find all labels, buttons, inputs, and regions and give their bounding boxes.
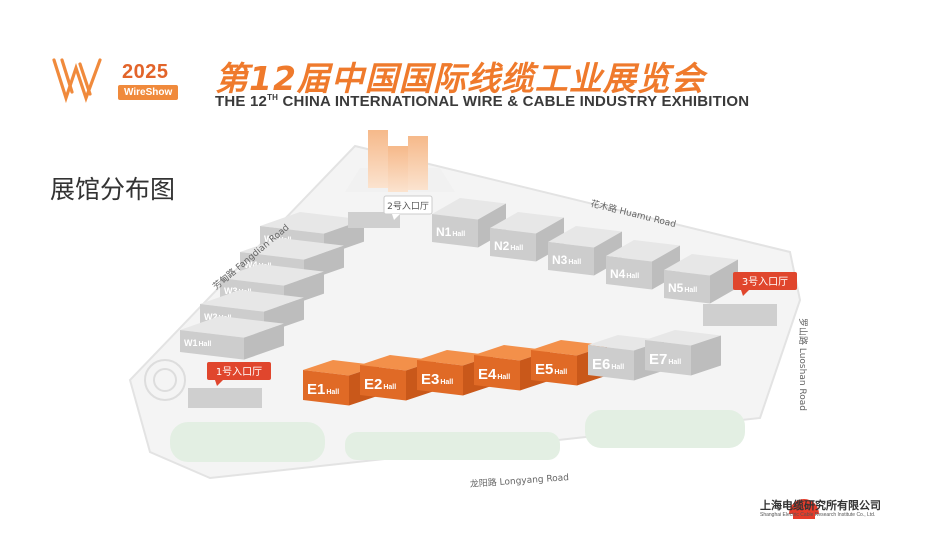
hall-roof bbox=[548, 226, 622, 248]
hall-front bbox=[303, 370, 349, 406]
hall-suffix: Hall bbox=[199, 341, 212, 348]
hall-suffix: Hall bbox=[684, 287, 697, 294]
entrance-tag bbox=[207, 362, 271, 380]
hall-front bbox=[664, 270, 710, 304]
hall-roof bbox=[432, 198, 506, 220]
hall-suffix: Hall bbox=[554, 369, 567, 376]
hall-n5[interactable]: N5Hall bbox=[664, 254, 738, 304]
entrance-tag-pointer bbox=[392, 214, 400, 220]
hall-suffix: Hall bbox=[668, 359, 681, 366]
hall-e7[interactable]: E7Hall bbox=[645, 330, 721, 376]
title-en-prefix: THE 12 bbox=[215, 93, 268, 110]
entrance-label: 3号入口厅 bbox=[742, 276, 788, 288]
hall-front bbox=[432, 214, 478, 248]
entrance-label: 1号入口厅 bbox=[216, 366, 262, 378]
hall-side bbox=[710, 259, 738, 304]
hall-suffix: Hall bbox=[383, 384, 396, 391]
exhibition-title-cn: 第12届中国国际线缆工业展览会 bbox=[215, 59, 705, 98]
hall-side bbox=[594, 231, 622, 276]
logo-year: 2025 bbox=[122, 61, 169, 83]
hall-suffix: Hall bbox=[510, 245, 523, 252]
page-heading: 展馆分布图 bbox=[50, 175, 176, 204]
hall-n1[interactable]: N1Hall bbox=[432, 198, 506, 248]
hall-front bbox=[606, 256, 652, 290]
wireshow-logo bbox=[52, 58, 102, 104]
hall-roof bbox=[664, 254, 738, 276]
hall-suffix: Hall bbox=[611, 364, 624, 371]
road-label-south: 龙阳路 Longyang Road bbox=[469, 471, 569, 490]
hall-front bbox=[548, 242, 594, 276]
hall-roof bbox=[260, 212, 364, 234]
hall-n3[interactable]: N3Hall bbox=[548, 226, 622, 276]
hall-n2[interactable]: N2Hall bbox=[490, 212, 564, 262]
hall-suffix: Hall bbox=[497, 374, 510, 381]
hall-roof bbox=[645, 330, 721, 346]
office-towers bbox=[345, 130, 455, 192]
hall-roof bbox=[180, 316, 284, 338]
hall-side bbox=[478, 203, 506, 248]
entrance-3[interactable]: 3号入口厅 bbox=[703, 272, 797, 326]
hall-side bbox=[691, 335, 721, 376]
hall-front bbox=[474, 355, 520, 391]
seci-logo bbox=[789, 499, 819, 519]
hall-front bbox=[360, 365, 406, 401]
entrance-building bbox=[188, 388, 262, 408]
hall-front bbox=[417, 360, 463, 396]
hall-suffix: Hall bbox=[440, 379, 453, 386]
hall-front bbox=[490, 228, 536, 262]
roundabout bbox=[144, 359, 186, 401]
logo-badge: WireShow bbox=[118, 85, 179, 100]
hall-front bbox=[180, 330, 244, 360]
entrance-2[interactable]: 2号入口厅 bbox=[348, 195, 433, 228]
hall-side bbox=[244, 323, 284, 360]
title-en-suffix: CHINA INTERNATIONAL WIRE & CABLE INDUSTR… bbox=[278, 93, 750, 110]
road-label-east: 罗山路 Luoshan Road bbox=[797, 318, 809, 411]
title-en-sup: TH bbox=[267, 93, 279, 102]
hall-w1[interactable]: W1Hall bbox=[180, 316, 284, 360]
exhibition-halls: N1HallN2HallN3HallN4HallN5HallW5HallW4Ha… bbox=[180, 198, 738, 406]
hall-suffix: Hall bbox=[452, 231, 465, 238]
hall-suffix: Hall bbox=[568, 259, 581, 266]
hall-n4[interactable]: N4Hall bbox=[606, 240, 680, 290]
hall-roof bbox=[240, 238, 344, 260]
footer-org-en: Shanghai Electric Cable Research Institu… bbox=[760, 512, 876, 518]
entrance-tag-pointer bbox=[741, 290, 749, 296]
entrance-building bbox=[703, 304, 777, 326]
hall-label-w1: W1Hall bbox=[184, 338, 211, 348]
hall-suffix: Hall bbox=[326, 389, 339, 396]
hall-side bbox=[536, 217, 564, 262]
hall-suffix: Hall bbox=[626, 273, 639, 280]
entrance-label: 2号入口厅 bbox=[387, 201, 429, 212]
hall-roof bbox=[490, 212, 564, 234]
hall-roof bbox=[606, 240, 680, 262]
entrance-tag bbox=[733, 272, 797, 290]
entrance-building bbox=[348, 212, 400, 228]
hall-roof bbox=[220, 264, 324, 286]
entrance-tag-pointer bbox=[215, 380, 223, 386]
hall-side bbox=[652, 245, 680, 290]
hall-front bbox=[531, 350, 577, 386]
entrance-tag bbox=[383, 195, 433, 215]
hall-front bbox=[588, 345, 634, 381]
hall-roof bbox=[200, 290, 304, 312]
exhibition-title-en: THE 12TH CHINA INTERNATIONAL WIRE & CABL… bbox=[215, 93, 749, 110]
footer-org-cn: 上海电缆研究所有限公司 bbox=[760, 499, 881, 512]
hall-front bbox=[645, 340, 691, 376]
entrance-1[interactable]: 1号入口厅 bbox=[188, 362, 271, 408]
green-areas bbox=[170, 410, 745, 462]
